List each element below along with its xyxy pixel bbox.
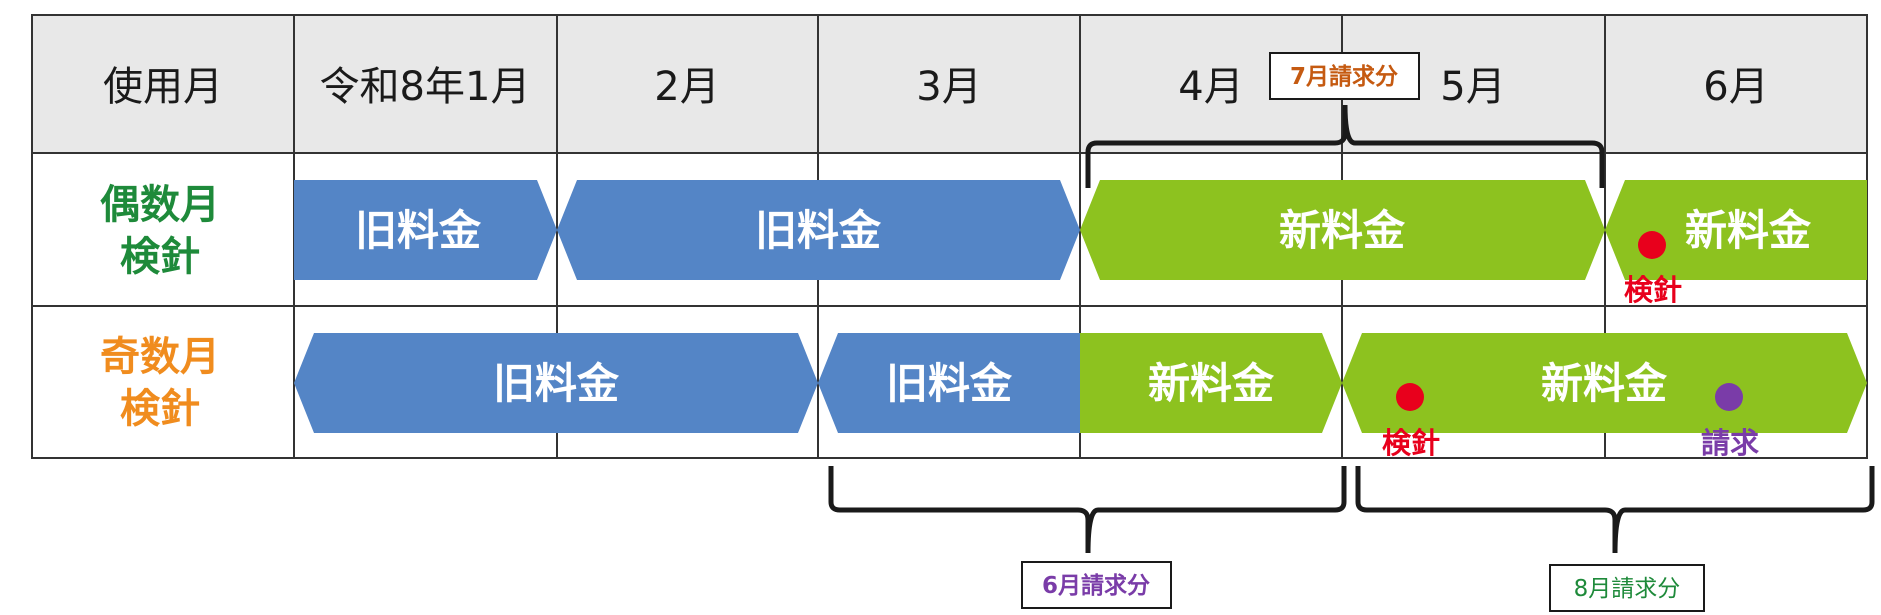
july-billing-box	[1269, 52, 1420, 100]
odd-reading-label: 検針	[1382, 426, 1440, 460]
even-band-old-2	[557, 180, 1080, 280]
header-month-3: 3月	[916, 64, 981, 110]
brace-august-billing	[1355, 466, 1875, 554]
august-billing-box	[1549, 564, 1705, 612]
billing-dot	[1715, 383, 1743, 411]
even-band-new-2	[1605, 180, 1867, 280]
july-billing-label: 7月請求分	[1290, 63, 1398, 90]
header-month-6: 6月	[1703, 64, 1768, 110]
odd-band-old-1-label: 旧料金	[493, 359, 620, 408]
brace-july-billing	[1085, 104, 1605, 188]
even-reading-dot	[1638, 231, 1666, 259]
even-reading-label: 検針	[1624, 273, 1682, 307]
even-row-label-line2: 検針	[120, 234, 200, 280]
header-month-1: 令和8年1月	[320, 64, 531, 110]
odd-reading-dot	[1396, 383, 1424, 411]
odd-band-old-1	[294, 333, 818, 433]
odd-row-label-line2: 検針	[120, 386, 200, 432]
header-month-5: 5月	[1440, 64, 1505, 110]
even-row-label-line1: 偶数月	[100, 182, 220, 228]
header-month-2: 2月	[654, 64, 719, 110]
odd-band-new-2-label: 新料金	[1541, 359, 1668, 408]
odd-row-label-line1: 奇数月	[100, 334, 220, 380]
even-band-old-2-label: 旧料金	[755, 206, 882, 255]
even-band-old-1	[294, 180, 557, 280]
even-band-old-1-label: 旧料金	[355, 206, 482, 255]
even-band-new-1-label: 新料金	[1279, 206, 1406, 255]
brace-june-billing	[828, 466, 1347, 554]
odd-band-old-2-label: 旧料金	[886, 359, 1013, 408]
august-billing-label: 8月請求分	[1574, 576, 1681, 602]
header-row-title: 使用月	[103, 64, 223, 110]
header-month-4: 4月	[1178, 64, 1243, 110]
odd-band-new-1-label: 新料金	[1148, 359, 1275, 408]
header-background	[32, 15, 1867, 153]
june-billing-box	[1021, 561, 1172, 609]
billing-label: 請求	[1701, 426, 1759, 460]
odd-band-new-1	[1080, 333, 1342, 433]
even-band-new-2-label: 新料金	[1685, 206, 1812, 255]
odd-band-old-2	[818, 333, 1080, 433]
june-billing-label: 6月請求分	[1042, 572, 1150, 599]
even-band-new-1	[1080, 180, 1605, 280]
